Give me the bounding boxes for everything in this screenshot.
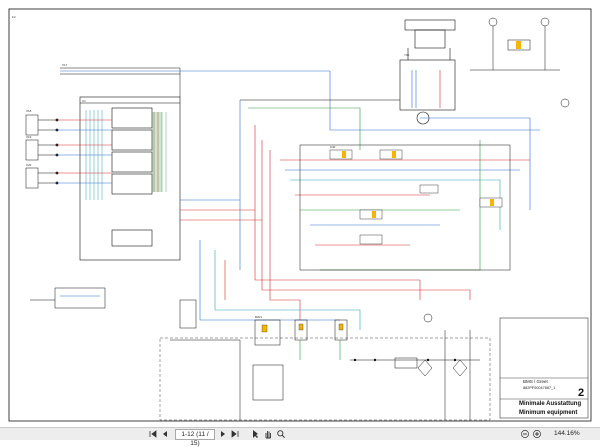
- label-x18: X18: [26, 109, 32, 113]
- title-german: Minimale Ausstattung: [519, 401, 581, 407]
- bottom-components: [170, 299, 480, 420]
- prev-page-icon[interactable]: [160, 429, 170, 439]
- pump-assembly: [399, 19, 456, 125]
- dashed-group: [159, 337, 491, 421]
- select-tool-icon[interactable]: [250, 429, 260, 439]
- document-viewport[interactable]: X17: [0, 0, 600, 427]
- label-x20: X20: [26, 163, 32, 167]
- last-page-icon[interactable]: [230, 429, 240, 439]
- zoom-out-icon[interactable]: [520, 429, 530, 439]
- title-english: Minimum equipment: [519, 410, 577, 416]
- title-drawing-id: 882PF00047687_1: [523, 386, 555, 390]
- zoom-level[interactable]: 144.16%: [554, 430, 580, 437]
- viewer-toolbar: 1-12 (11 / 15) 144.16%: [0, 427, 600, 447]
- manifold-frame: [299, 144, 511, 271]
- label-b201: B201: [255, 315, 262, 319]
- label-u1: U1: [82, 99, 86, 103]
- label-y01: Y01: [404, 53, 410, 57]
- label-x19: X19: [26, 135, 32, 139]
- valve-cluster-top-right: [470, 17, 570, 108]
- lower-left-component: [30, 287, 106, 309]
- first-page-icon[interactable]: [148, 429, 158, 439]
- controller-block: [79, 96, 181, 261]
- label-frame: F2: [12, 15, 16, 19]
- label-k40: K40: [330, 145, 336, 149]
- next-page-icon[interactable]: [218, 429, 228, 439]
- zoom-tool-icon[interactable]: [276, 429, 286, 439]
- page-indicator[interactable]: 1-12 (11 / 15): [175, 429, 215, 447]
- schematic-drawing: X17: [8, 8, 592, 422]
- title-company: BMS / Greet: [523, 379, 549, 384]
- label-x17: X17: [62, 63, 68, 67]
- left-terminal-group: [25, 114, 56, 189]
- drawing-number: 2: [578, 387, 584, 399]
- hand-tool-icon[interactable]: [263, 429, 273, 439]
- manifold-valves: [329, 149, 503, 245]
- zoom-in-icon[interactable]: [532, 429, 542, 439]
- drawing-frame: [8, 8, 592, 422]
- title-block-border: [499, 317, 589, 419]
